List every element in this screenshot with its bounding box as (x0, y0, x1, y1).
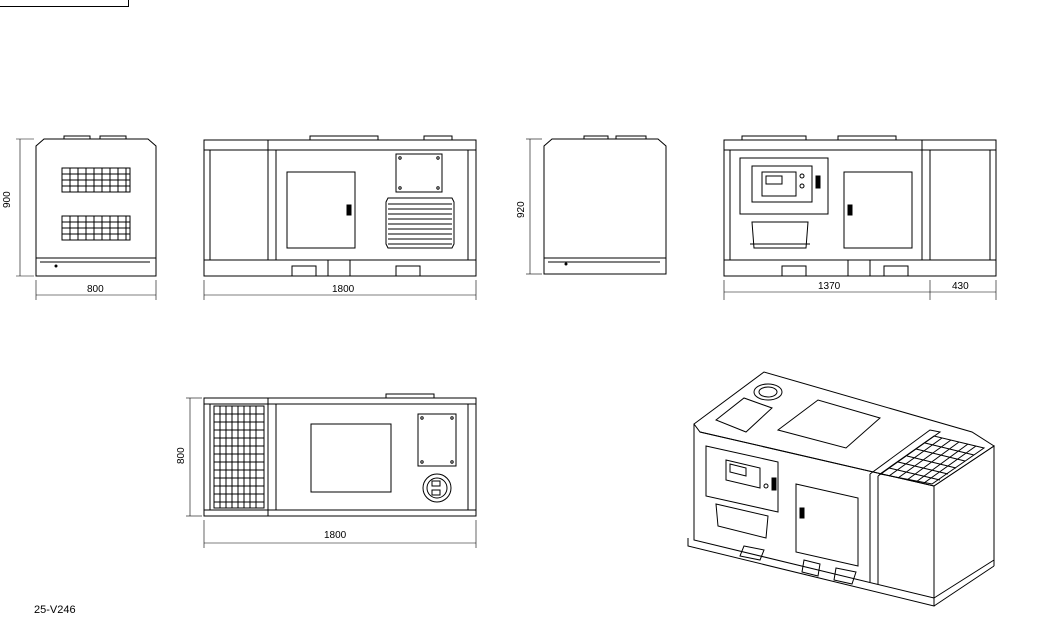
isometric-fuel-cap (753, 383, 783, 401)
side-elevation (203, 135, 477, 300)
dim-side-length: 1800 (332, 284, 355, 295)
fuel-cap (422, 473, 452, 503)
control-side-door (843, 171, 913, 249)
cable-hatch (751, 221, 809, 249)
isometric-view (687, 371, 995, 607)
drawing-number: 25-V246 (34, 604, 76, 616)
louvre-grille-lower (61, 215, 131, 241)
access-plate (395, 153, 443, 193)
isometric-access-plate (715, 397, 773, 433)
dim-top-length: 1800 (324, 530, 347, 541)
control-side-elevation (723, 135, 997, 300)
louvre-grille-upper (61, 167, 131, 193)
dim-rear-height: 920 (516, 201, 527, 218)
end-view-left (16, 135, 157, 300)
top-view (186, 393, 477, 548)
top-hatch (310, 423, 392, 493)
isometric-door (795, 483, 859, 567)
dim-front-width: 800 (87, 284, 104, 295)
isometric-top-hatch (776, 399, 882, 449)
end-view-right (526, 135, 667, 275)
dim-top-depth: 800 (176, 447, 187, 464)
controller-screen (761, 171, 797, 197)
vent-louvre (385, 197, 455, 249)
isometric-control-panel (705, 445, 779, 513)
dim-front-height: 900 (2, 191, 13, 208)
dim-right-side-end: 430 (952, 281, 969, 292)
dim-right-side-main: 1370 (818, 281, 841, 292)
radiator-grille (213, 405, 265, 509)
isometric-cable-hatch (715, 503, 769, 539)
top-access-plate (417, 413, 457, 467)
isometric-grille (878, 435, 986, 485)
title-block-corner (0, 0, 129, 7)
side-door-panel (286, 171, 356, 249)
control-panel (739, 157, 829, 215)
